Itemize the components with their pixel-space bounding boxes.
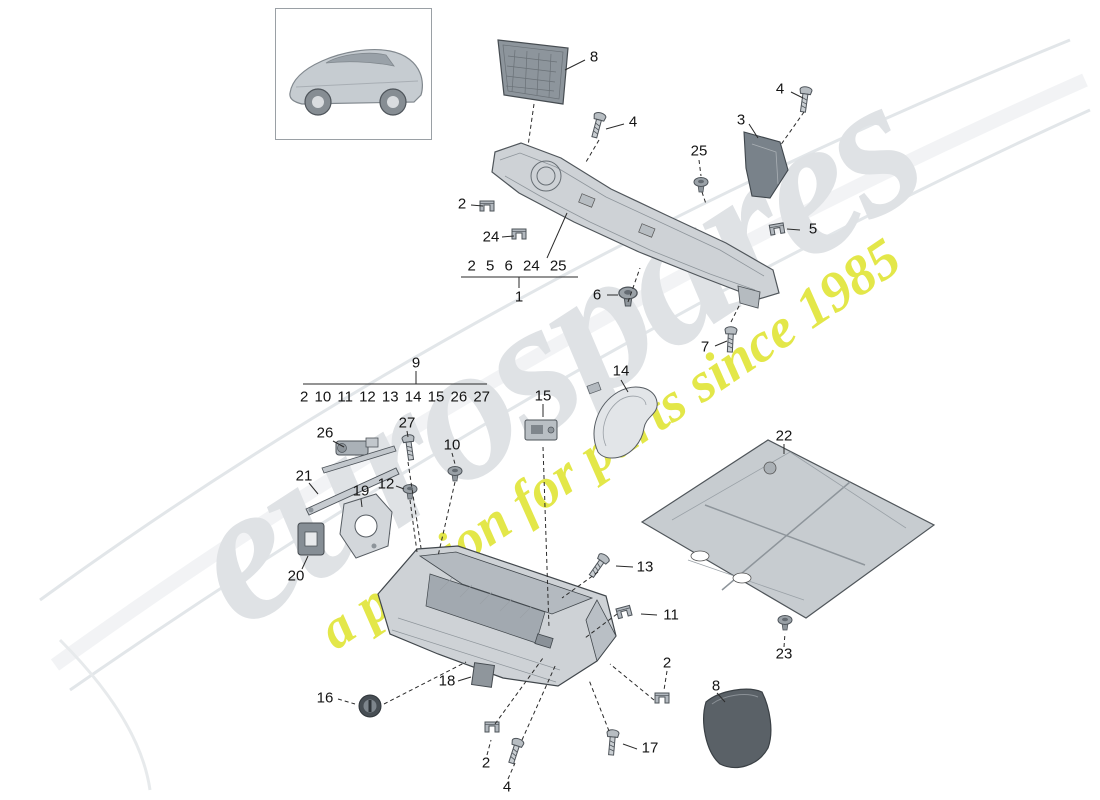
part-screw-17: [604, 728, 620, 756]
callout-3: 3: [736, 111, 746, 129]
part-screw-13: [585, 551, 612, 580]
callout-19: 19: [352, 482, 370, 500]
callout-17: 17: [641, 739, 659, 757]
part-grommet-10: [447, 466, 463, 482]
part-connector-block: [297, 522, 325, 556]
callout-1: 1: [514, 288, 524, 306]
part-actuator-rail: [321, 437, 397, 474]
callout-14: 14: [612, 362, 630, 380]
part-latch: [524, 419, 558, 441]
callout-25: 25: [690, 142, 708, 160]
part-screw-7: [723, 325, 738, 353]
callout-15: 15: [534, 387, 552, 405]
part-grommet-6: [618, 286, 638, 307]
callout-21: 21: [295, 467, 313, 485]
callout-27: 27: [398, 414, 416, 432]
part-screw-27: [401, 433, 418, 462]
callout-13: 13: [636, 558, 654, 576]
callout-7: 7: [700, 338, 710, 356]
callout-26: 26: [316, 424, 334, 442]
callout-5: 5: [808, 220, 818, 238]
part-trim-cover-top: [497, 39, 569, 105]
part-clip-24: [511, 228, 527, 240]
callout-10: 10: [443, 436, 461, 454]
callout-23: 23: [775, 645, 793, 663]
part-clip-11: [615, 604, 633, 620]
part-clip-5: [768, 222, 786, 236]
callout-2-lower: 2: [481, 754, 491, 772]
part-pad: [471, 662, 495, 688]
callout-16: 16: [316, 689, 334, 707]
part-clip-2-lower: [484, 721, 500, 733]
part-lock-cylinder: [358, 694, 382, 718]
part-screw-4-upper: [588, 110, 608, 140]
part-guide-strip: [305, 467, 400, 516]
callout-24: 24: [482, 228, 500, 246]
callout-4-upper: 4: [628, 113, 638, 131]
callout-8-top: 8: [589, 48, 599, 66]
leader-lines: [301, 59, 805, 780]
callout-4-right: 4: [775, 80, 785, 98]
part-grommet-23: [777, 615, 793, 631]
callout-11: 11: [663, 606, 679, 624]
part-plug-25: [693, 177, 709, 193]
callout-9: 9: [411, 354, 421, 372]
callout-4-lower: 4: [502, 778, 512, 796]
vehicle-thumbnail-box: [275, 8, 432, 140]
part-trim-cover-bottom: [703, 688, 772, 769]
callout-2-right: 2: [662, 654, 672, 672]
group-1-items: 2 5 6 24 25: [467, 257, 567, 275]
callout-18: 18: [438, 672, 456, 690]
callout-12: 12: [377, 475, 395, 493]
part-mount-plate: [339, 493, 393, 559]
part-clip-2-right: [654, 692, 670, 704]
car-side-icon: [289, 49, 423, 116]
part-underside-panel: [640, 439, 936, 619]
group-bracket-lines: [303, 276, 578, 385]
callout-2-upper: 2: [457, 195, 467, 213]
part-gasket-bracket: [586, 381, 658, 459]
callout-20: 20: [287, 567, 305, 585]
part-screw-4-lower: [504, 736, 526, 766]
part-screw-4-right: [796, 85, 813, 114]
callout-8-bottom: 8: [711, 677, 721, 695]
part-grommet-12: [402, 484, 418, 500]
part-glovebox-housing: [377, 545, 617, 687]
group-9-items: 2 10 11 12 13 14 15 26 27: [299, 388, 491, 406]
callout-22: 22: [775, 427, 793, 445]
part-dashboard-cowl: [491, 142, 780, 309]
part-side-bracket: [743, 131, 789, 199]
callout-6: 6: [592, 286, 602, 304]
